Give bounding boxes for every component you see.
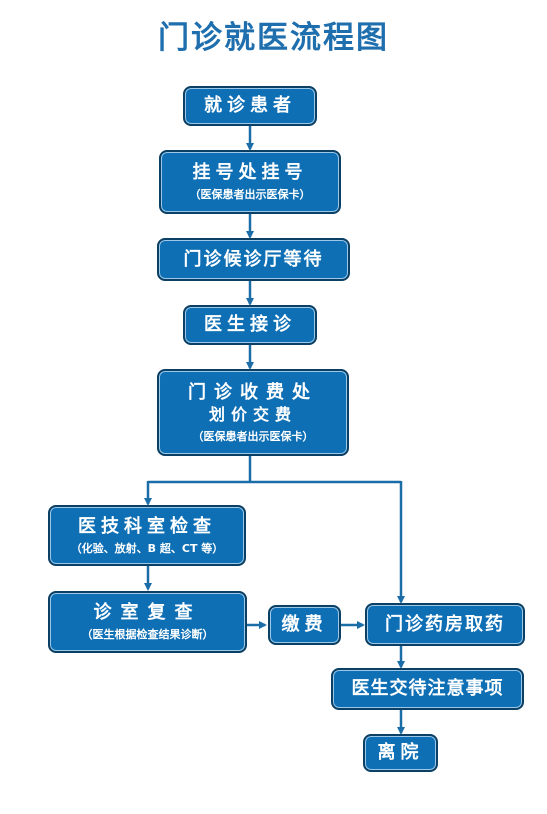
step-recheck-note: （医生根据检查结果诊断） bbox=[81, 628, 214, 641]
step-waiting-label: 门诊候诊厅等待 bbox=[183, 248, 324, 270]
step-pharmacy: 门诊药房取药 bbox=[365, 603, 525, 646]
step-register: 挂号处挂号 （医保患者出示医保卡） bbox=[159, 150, 341, 214]
step-doctor-label: 医生接诊 bbox=[204, 314, 296, 335]
step-doctor: 医生接诊 bbox=[183, 305, 317, 345]
step-tech-exam-label: 医技科室检查 bbox=[78, 515, 216, 537]
step-register-label: 挂号处挂号 bbox=[192, 162, 308, 183]
step-instructions: 医生交待注意事项 bbox=[331, 668, 524, 710]
step-register-note: （医保患者出示医保卡） bbox=[189, 188, 311, 201]
step-recheck-label: 诊室复查 bbox=[93, 602, 202, 623]
step-pay-label: 缴费 bbox=[281, 614, 328, 635]
step-cashier: 门诊收费处 划价交费 （医保患者出示医保卡） bbox=[157, 369, 349, 456]
step-patient-label: 就诊患者 bbox=[204, 95, 296, 116]
step-cashier-label2: 划价交费 bbox=[208, 404, 297, 424]
step-cashier-note: （医保患者出示医保卡） bbox=[192, 429, 314, 443]
step-discharge: 离院 bbox=[363, 734, 438, 772]
step-cashier-label: 门诊收费处 bbox=[188, 381, 318, 403]
step-waiting: 门诊候诊厅等待 bbox=[157, 238, 350, 281]
step-patient: 就诊患者 bbox=[183, 86, 317, 126]
page-title: 门诊就医流程图 bbox=[158, 20, 389, 56]
step-tech-exam-note: （化验、放射、B 超、CT 等） bbox=[70, 541, 224, 555]
step-recheck: 诊室复查 （医生根据检查结果诊断） bbox=[48, 591, 247, 653]
step-pay: 缴费 bbox=[268, 605, 341, 645]
step-discharge-label: 离院 bbox=[377, 742, 424, 763]
step-pharmacy-label: 门诊药房取药 bbox=[385, 613, 505, 635]
step-instructions-label: 医生交待注意事项 bbox=[351, 678, 504, 699]
step-tech-exam: 医技科室检查 （化验、放射、B 超、CT 等） bbox=[48, 505, 246, 566]
